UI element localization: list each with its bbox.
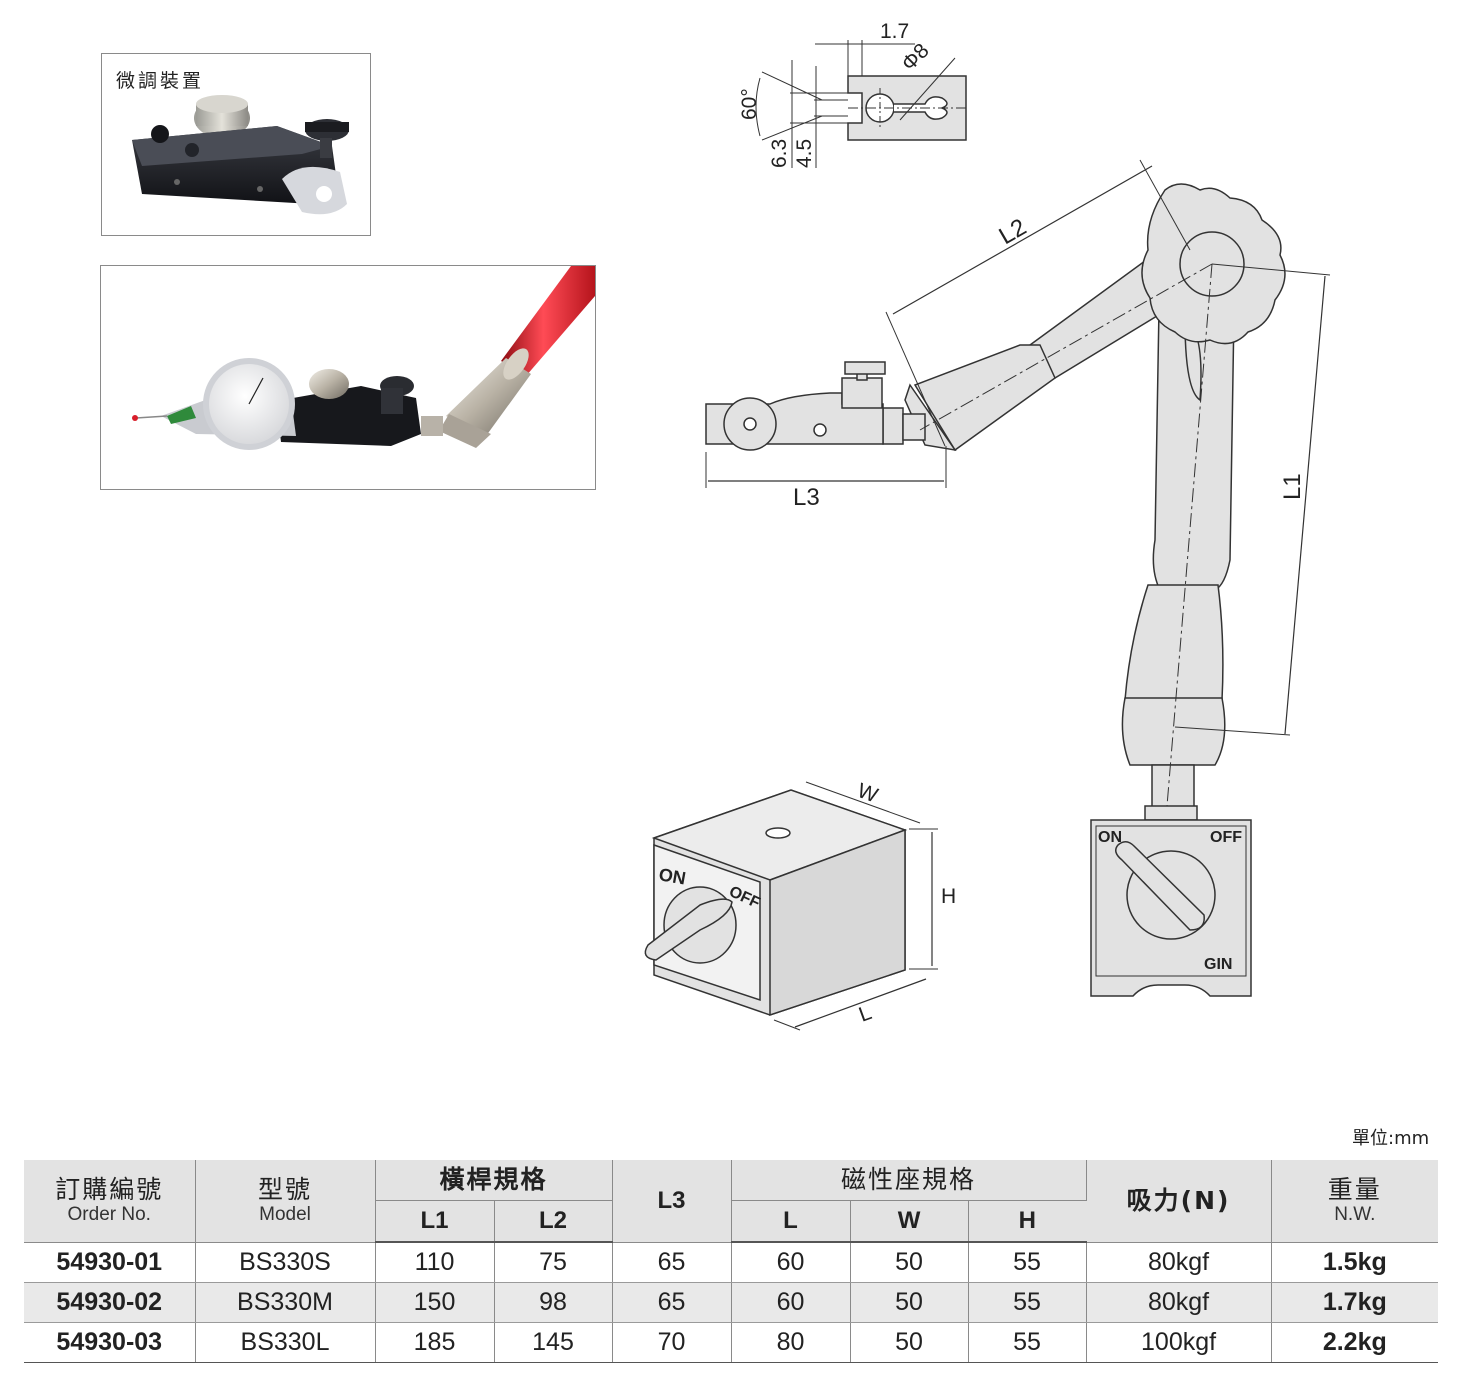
cell-model: BS330L bbox=[195, 1322, 376, 1363]
cell-h: 55 bbox=[968, 1282, 1087, 1323]
base-on-label: ON bbox=[1098, 829, 1122, 846]
cell-weight: 1.5kg bbox=[1271, 1242, 1439, 1283]
magnetic-base-front bbox=[1090, 805, 1252, 997]
fine-adjust-caption: 微調裝置 bbox=[116, 70, 205, 92]
cell-l2: 98 bbox=[494, 1282, 613, 1323]
dim-1-7: 1.7 bbox=[880, 20, 909, 43]
cell-l3: 70 bbox=[612, 1322, 732, 1363]
cell-model: BS330S bbox=[195, 1242, 376, 1283]
articulated-arm bbox=[705, 159, 1331, 831]
cell-order: 54930-02 bbox=[24, 1282, 196, 1323]
iso-on-label: ON bbox=[657, 864, 687, 888]
indicator-illustration bbox=[132, 266, 595, 450]
header-w: W bbox=[850, 1200, 969, 1243]
header-model: 型號 Model bbox=[195, 1160, 376, 1243]
header-l: L bbox=[731, 1200, 851, 1243]
dim-phi8: Φ8 bbox=[897, 39, 933, 75]
magnetic-base-iso bbox=[644, 781, 938, 1031]
table-row: 54930-02 BS330M 150 98 65 60 50 55 80kgf… bbox=[24, 1282, 1439, 1323]
table-row: 54930-03 BS330L 185 145 70 80 50 55 100k… bbox=[24, 1322, 1439, 1363]
fine-adjust-illustration bbox=[132, 95, 349, 215]
dim-H: H bbox=[941, 885, 956, 908]
dim-L1: L1 bbox=[1279, 473, 1306, 500]
cell-l3: 65 bbox=[612, 1282, 732, 1323]
cell-l1: 185 bbox=[375, 1322, 495, 1363]
dim-L: L bbox=[856, 1001, 875, 1027]
cell-order: 54930-01 bbox=[24, 1242, 196, 1283]
cell-force: 100kgf bbox=[1086, 1322, 1272, 1363]
cell-l1: 110 bbox=[375, 1242, 495, 1283]
cell-force: 80kgf bbox=[1086, 1242, 1272, 1283]
dim-L2: L2 bbox=[995, 213, 1032, 250]
cell-h: 55 bbox=[968, 1242, 1087, 1283]
cell-w: 50 bbox=[850, 1322, 969, 1363]
cell-weight: 2.2kg bbox=[1271, 1322, 1439, 1363]
cell-h: 55 bbox=[968, 1322, 1087, 1363]
cell-l: 60 bbox=[731, 1282, 851, 1323]
table-row: 54930-01 BS330S 110 75 65 60 50 55 80kgf… bbox=[24, 1242, 1439, 1283]
cell-l1: 150 bbox=[375, 1282, 495, 1323]
header-l3: L3 bbox=[612, 1160, 732, 1243]
cell-l2: 145 bbox=[494, 1322, 613, 1363]
fine-adjust-photo: 微調裝置 bbox=[101, 53, 371, 236]
cell-model: BS330M bbox=[195, 1282, 376, 1323]
header-base-spec: 磁性座規格 bbox=[731, 1160, 1087, 1201]
cell-force: 80kgf bbox=[1086, 1282, 1272, 1323]
cell-order: 54930-03 bbox=[24, 1322, 196, 1363]
header-l1: L1 bbox=[375, 1200, 495, 1243]
base-gin-label: GIN bbox=[1204, 956, 1232, 973]
technical-drawing: 1.7 Φ8 60° 6.3 4.5 L1 L2 L3 W H L ON OFF… bbox=[644, 20, 1331, 1031]
header-order: 訂購編號 Order No. bbox=[24, 1160, 196, 1243]
holder-detail bbox=[755, 40, 967, 168]
spec-table: 訂購編號 Order No. 型號 Model 橫桿規格 L3 磁性座規格 吸力… bbox=[24, 1160, 1439, 1363]
dim-4-5: 4.5 bbox=[793, 139, 816, 168]
cell-w: 50 bbox=[850, 1242, 969, 1283]
dim-6-3: 6.3 bbox=[768, 139, 791, 168]
base-off-label: OFF bbox=[1210, 829, 1242, 846]
header-weight: 重量 N.W. bbox=[1271, 1160, 1439, 1243]
header-force: 吸力(N) bbox=[1086, 1160, 1272, 1243]
cell-l: 80 bbox=[731, 1322, 851, 1363]
dim-60deg: 60° bbox=[738, 88, 761, 120]
cell-l2: 75 bbox=[494, 1242, 613, 1283]
cell-weight: 1.7kg bbox=[1271, 1282, 1439, 1323]
header-arm-spec: 橫桿規格 bbox=[375, 1160, 613, 1201]
unit-label: 單位:mm bbox=[1352, 1128, 1430, 1149]
indicator-photo bbox=[100, 265, 596, 490]
header-l2: L2 bbox=[494, 1200, 613, 1243]
cell-w: 50 bbox=[850, 1282, 969, 1323]
dim-W: W bbox=[854, 779, 881, 807]
dim-L3: L3 bbox=[793, 484, 820, 511]
cell-l: 60 bbox=[731, 1242, 851, 1283]
header-h: H bbox=[968, 1200, 1087, 1243]
cell-l3: 65 bbox=[612, 1242, 732, 1283]
